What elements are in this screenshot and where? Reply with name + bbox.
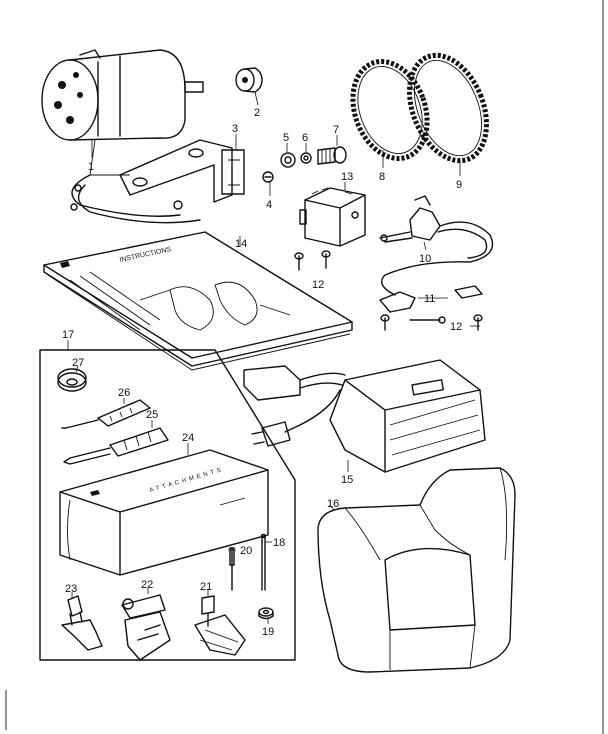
part-label-4: 4 bbox=[266, 199, 272, 211]
part-label-7: 7 bbox=[333, 124, 339, 136]
part-label-3: 3 bbox=[232, 123, 238, 135]
pulley-drawing bbox=[235, 67, 263, 93]
part-label-10: 10 bbox=[419, 253, 431, 265]
part-label-26: 26 bbox=[118, 387, 130, 399]
presser-foot-23-drawing bbox=[61, 595, 103, 651]
part-label-23: 23 bbox=[65, 583, 77, 595]
screw-7-drawing bbox=[317, 146, 347, 165]
part-label-16: 16 bbox=[327, 498, 339, 510]
svg-text:ATTACHMENTS: ATTACHMENTS bbox=[149, 467, 225, 494]
part-label-6: 6 bbox=[302, 132, 308, 144]
presser-foot-22-drawing bbox=[121, 594, 171, 661]
part-label-22: 22 bbox=[141, 579, 153, 591]
frame-edges bbox=[5, 0, 604, 734]
presser-foot-21-drawing bbox=[194, 595, 246, 656]
part-label-1: 1 bbox=[88, 161, 94, 173]
part-label-11: 11 bbox=[424, 293, 435, 305]
rod-drawing bbox=[260, 533, 267, 591]
leader-lines bbox=[67, 91, 480, 624]
terminal-block-drawing bbox=[299, 187, 366, 247]
part-label-13: 13 bbox=[341, 171, 353, 183]
part-label-20: 20 bbox=[240, 545, 252, 557]
cover-drawing bbox=[317, 467, 516, 673]
part-label-5: 5 bbox=[283, 132, 289, 144]
part-label-19: 19 bbox=[262, 626, 274, 638]
accessory-outline bbox=[39, 349, 296, 661]
part-label-15: 15 bbox=[341, 474, 353, 486]
part-label-24: 24 bbox=[182, 432, 194, 444]
screw-12-bottom-drawing bbox=[380, 314, 483, 331]
motor-drawing bbox=[41, 49, 204, 224]
part-label-21: 21 bbox=[200, 581, 212, 593]
part-labels: 2 1 3 4 5 6 7 8 9 10 11 12 12 13 14 15 1… bbox=[62, 107, 462, 638]
svg-text:INSTRUCTIONS: INSTRUCTIONS bbox=[119, 246, 172, 264]
screwdriver-small-drawing bbox=[61, 399, 151, 429]
washer-6-drawing bbox=[300, 152, 312, 164]
attachment-box-drawing: ATTACHMENTS bbox=[59, 449, 269, 576]
switch-assembly-drawing bbox=[379, 195, 494, 296]
part-label-12-bottom: 12 bbox=[450, 321, 462, 333]
part-label-9: 9 bbox=[456, 179, 462, 191]
screw-4-drawing bbox=[173, 171, 274, 210]
screwdriver-large-drawing bbox=[63, 427, 169, 465]
part-label-8: 8 bbox=[379, 171, 385, 183]
needle-drawing bbox=[229, 547, 235, 591]
part-label-2: 2 bbox=[254, 107, 260, 119]
part-label-17: 17 bbox=[62, 329, 74, 341]
part-label-27: 27 bbox=[72, 357, 84, 369]
part-label-12-top: 12 bbox=[312, 279, 324, 291]
foot-control-drawing bbox=[243, 359, 486, 473]
part-label-25: 25 bbox=[146, 409, 158, 421]
bracket-drawing bbox=[119, 139, 245, 203]
bobbin-drawing bbox=[57, 368, 87, 392]
belt-8-drawing bbox=[350, 59, 430, 161]
part-label-14: 14 bbox=[235, 238, 247, 250]
belt-9-drawing bbox=[407, 52, 489, 164]
screw-12-top-drawing bbox=[294, 250, 331, 271]
washer-5-drawing bbox=[280, 152, 296, 168]
bracket-11-drawing bbox=[379, 285, 483, 313]
part-label-18: 18 bbox=[273, 537, 285, 549]
washer-19-drawing bbox=[258, 607, 274, 620]
